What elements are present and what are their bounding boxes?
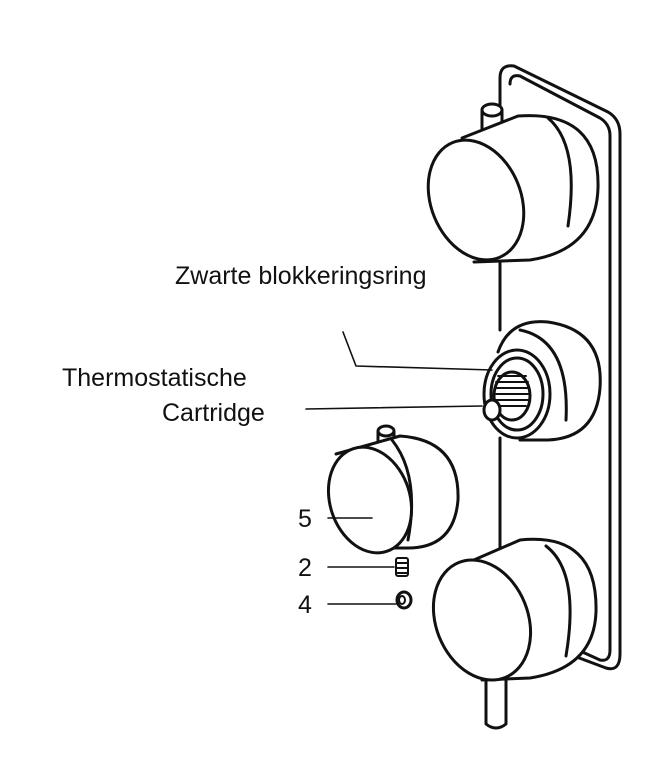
wall-plate — [498, 64, 622, 671]
thermostatic-cartridge-assembly — [482, 320, 602, 442]
leader-lines — [305, 331, 493, 605]
cap-plug-part-4 — [395, 590, 413, 610]
top-control-knob — [426, 102, 600, 264]
grub-screw-part-2 — [395, 557, 409, 577]
label-cartridge-line1: Thermostatische — [62, 364, 247, 392]
temperature-knob-part-5 — [326, 424, 460, 555]
label-part-4: 4 — [298, 591, 312, 619]
leader-cartridge — [305, 405, 483, 410]
label-cartridge-line2: Cartridge — [162, 399, 265, 427]
bottom-control-knob — [431, 537, 598, 730]
label-part-5: 5 — [298, 505, 312, 533]
leader-blocking-ring — [342, 331, 493, 371]
label-blocking-ring: Zwarte blokkeringsring — [175, 262, 427, 290]
label-part-2: 2 — [298, 554, 312, 582]
